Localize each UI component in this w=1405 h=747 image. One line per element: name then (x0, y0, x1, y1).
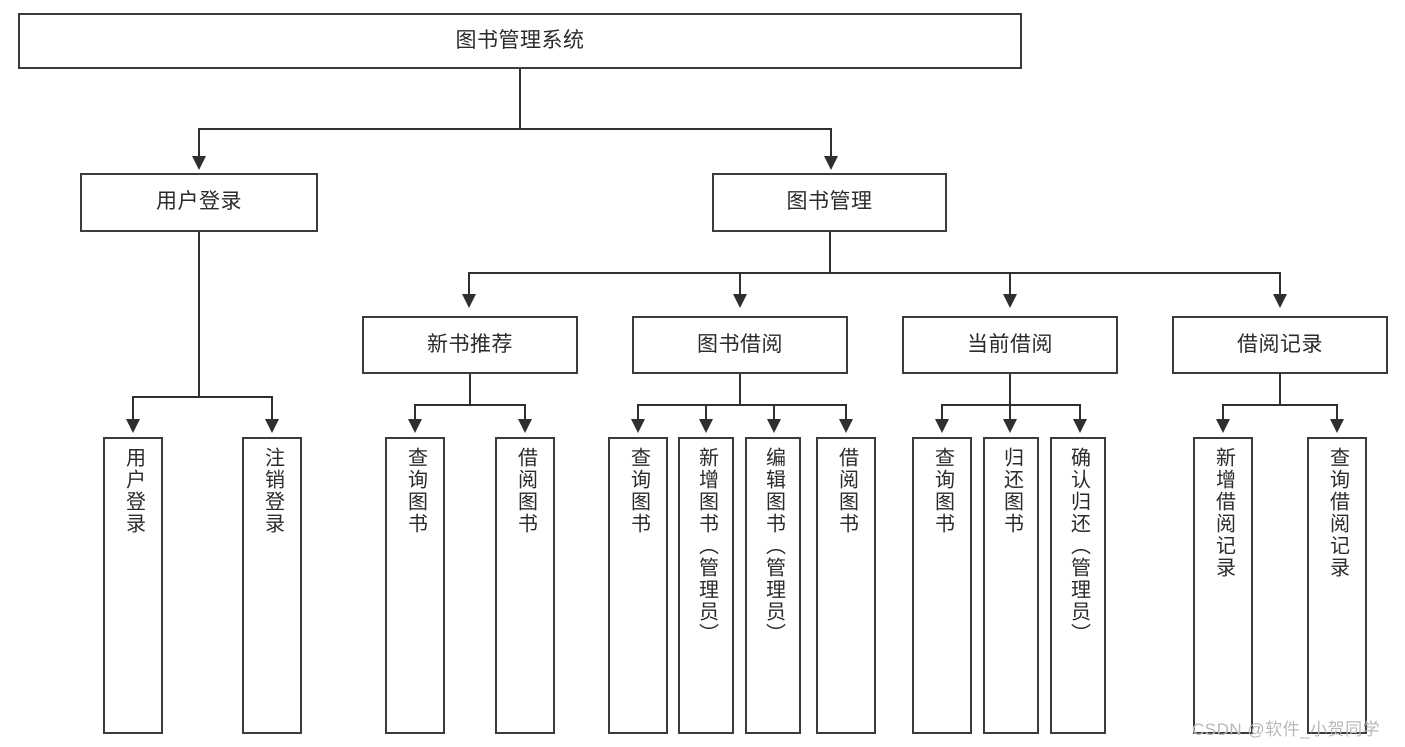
connector-user-login-stem (198, 232, 200, 397)
node-label: 当前借阅 (967, 332, 1053, 356)
node-user-login[interactable]: 用户登录 (80, 173, 318, 232)
leaf-cb-return-book[interactable]: 归还图书 (983, 437, 1039, 734)
connector-borrow-record-stem (1279, 374, 1281, 405)
connector-bb-drop-4 (845, 404, 847, 421)
connector-bb-drop-1 (637, 404, 639, 421)
node-current-borrow[interactable]: 当前借阅 (902, 316, 1118, 374)
connector-to-book-management (830, 128, 832, 158)
connector-to-new-book-recommend (468, 272, 470, 296)
node-root-book-management-system[interactable]: 图书管理系统 (18, 13, 1022, 69)
arrow-to-borrow-record (1273, 294, 1287, 308)
node-label: 注销登录 (261, 447, 284, 535)
connector-level2-bus (468, 272, 1280, 274)
node-book-management[interactable]: 图书管理 (712, 173, 947, 232)
leaf-bb-query-book[interactable]: 查询图书 (608, 437, 668, 734)
connector-bb-drop-2 (705, 404, 707, 421)
node-label: 用户登录 (122, 447, 145, 535)
arrow-leaf-br-query-record (1330, 419, 1344, 433)
leaf-nbr-borrow-book[interactable]: 借阅图书 (495, 437, 555, 734)
connector-user-login-drop-1 (132, 396, 134, 421)
arrow-to-current-borrow (1003, 294, 1017, 308)
connector-new-book-recommend-stem (469, 374, 471, 405)
connector-to-user-login (198, 128, 200, 158)
connector-user-login-bus (132, 396, 272, 398)
connector-to-current-borrow (1009, 272, 1011, 296)
leaf-cb-confirm-return[interactable]: 确认归还（管理员） (1050, 437, 1106, 734)
node-label: 新增借阅记录 (1212, 447, 1235, 579)
connector-nbr-drop-2 (524, 404, 526, 421)
node-label: 图书管理 (786, 190, 873, 214)
arrow-leaf-br-add-record (1216, 419, 1230, 433)
node-label: 查询图书 (931, 447, 954, 535)
connector-cb-drop-1 (941, 404, 943, 421)
arrow-leaf-bb-edit-book (767, 419, 781, 433)
leaf-bb-edit-book[interactable]: 编辑图书（管理员） (745, 437, 801, 734)
leaf-cb-query-book[interactable]: 查询图书 (912, 437, 972, 734)
connector-new-book-recommend-bus (414, 404, 526, 406)
node-book-borrow[interactable]: 图书借阅 (632, 316, 848, 374)
arrow-leaf-cb-confirm-return (1073, 419, 1087, 433)
node-label: 编辑图书（管理员） (762, 447, 785, 645)
leaf-br-query-record[interactable]: 查询借阅记录 (1307, 437, 1367, 734)
arrow-leaf-bb-query-book (631, 419, 645, 433)
node-label: 借阅记录 (1237, 332, 1323, 356)
arrow-leaf-bb-add-book (699, 419, 713, 433)
connector-book-management-stem (829, 232, 831, 274)
arrow-leaf-bb-borrow-book (839, 419, 853, 433)
leaf-bb-borrow-book[interactable]: 借阅图书 (816, 437, 876, 734)
connector-cb-drop-3 (1079, 404, 1081, 421)
arrow-leaf-nbr-query-book (408, 419, 422, 433)
node-label: 图书借阅 (697, 332, 783, 356)
connector-book-borrow-bus (637, 404, 847, 406)
node-label: 图书管理系统 (455, 28, 585, 52)
connector-current-borrow-bus (941, 404, 1081, 406)
connector-cb-drop-2 (1009, 404, 1011, 421)
node-borrow-record[interactable]: 借阅记录 (1172, 316, 1388, 374)
connector-to-borrow-record (1279, 272, 1281, 296)
node-label: 借阅图书 (835, 447, 858, 535)
leaf-br-add-record[interactable]: 新增借阅记录 (1193, 437, 1253, 734)
node-new-book-recommend[interactable]: 新书推荐 (362, 316, 578, 374)
node-label: 查询图书 (627, 447, 650, 535)
connector-level1-bus (198, 128, 832, 130)
node-label: 归还图书 (1000, 447, 1023, 535)
arrow-leaf-logout (265, 419, 279, 433)
node-label: 借阅图书 (514, 447, 537, 535)
connector-br-drop-1 (1222, 404, 1224, 421)
arrow-leaf-user-login (126, 419, 140, 433)
connector-book-borrow-stem (739, 374, 741, 405)
arrow-to-book-borrow (733, 294, 747, 308)
connector-bb-drop-3 (773, 404, 775, 421)
leaf-user-login[interactable]: 用户登录 (103, 437, 163, 734)
arrow-to-new-book-recommend (462, 294, 476, 308)
node-label: 查询借阅记录 (1326, 447, 1349, 579)
arrow-to-user-login (192, 156, 206, 170)
connector-to-book-borrow (739, 272, 741, 296)
arrow-leaf-cb-return-book (1003, 419, 1017, 433)
arrow-to-book-management (824, 156, 838, 170)
node-label: 新增图书（管理员） (695, 447, 718, 645)
connector-user-login-drop-2 (271, 396, 273, 421)
node-label: 用户登录 (156, 190, 242, 214)
arrow-leaf-cb-query-book (935, 419, 949, 433)
connector-borrow-record-bus (1222, 404, 1338, 406)
arrow-leaf-nbr-borrow-book (518, 419, 532, 433)
node-label: 确认归还（管理员） (1067, 447, 1090, 645)
node-label: 新书推荐 (427, 332, 513, 356)
leaf-bb-add-book[interactable]: 新增图书（管理员） (678, 437, 734, 734)
node-label: 查询图书 (404, 447, 427, 535)
connector-current-borrow-stem (1009, 374, 1011, 405)
connector-br-drop-2 (1336, 404, 1338, 421)
connector-nbr-drop-1 (414, 404, 416, 421)
leaf-nbr-query-book[interactable]: 查询图书 (385, 437, 445, 734)
connector-root-stem (519, 69, 521, 129)
leaf-logout[interactable]: 注销登录 (242, 437, 302, 734)
